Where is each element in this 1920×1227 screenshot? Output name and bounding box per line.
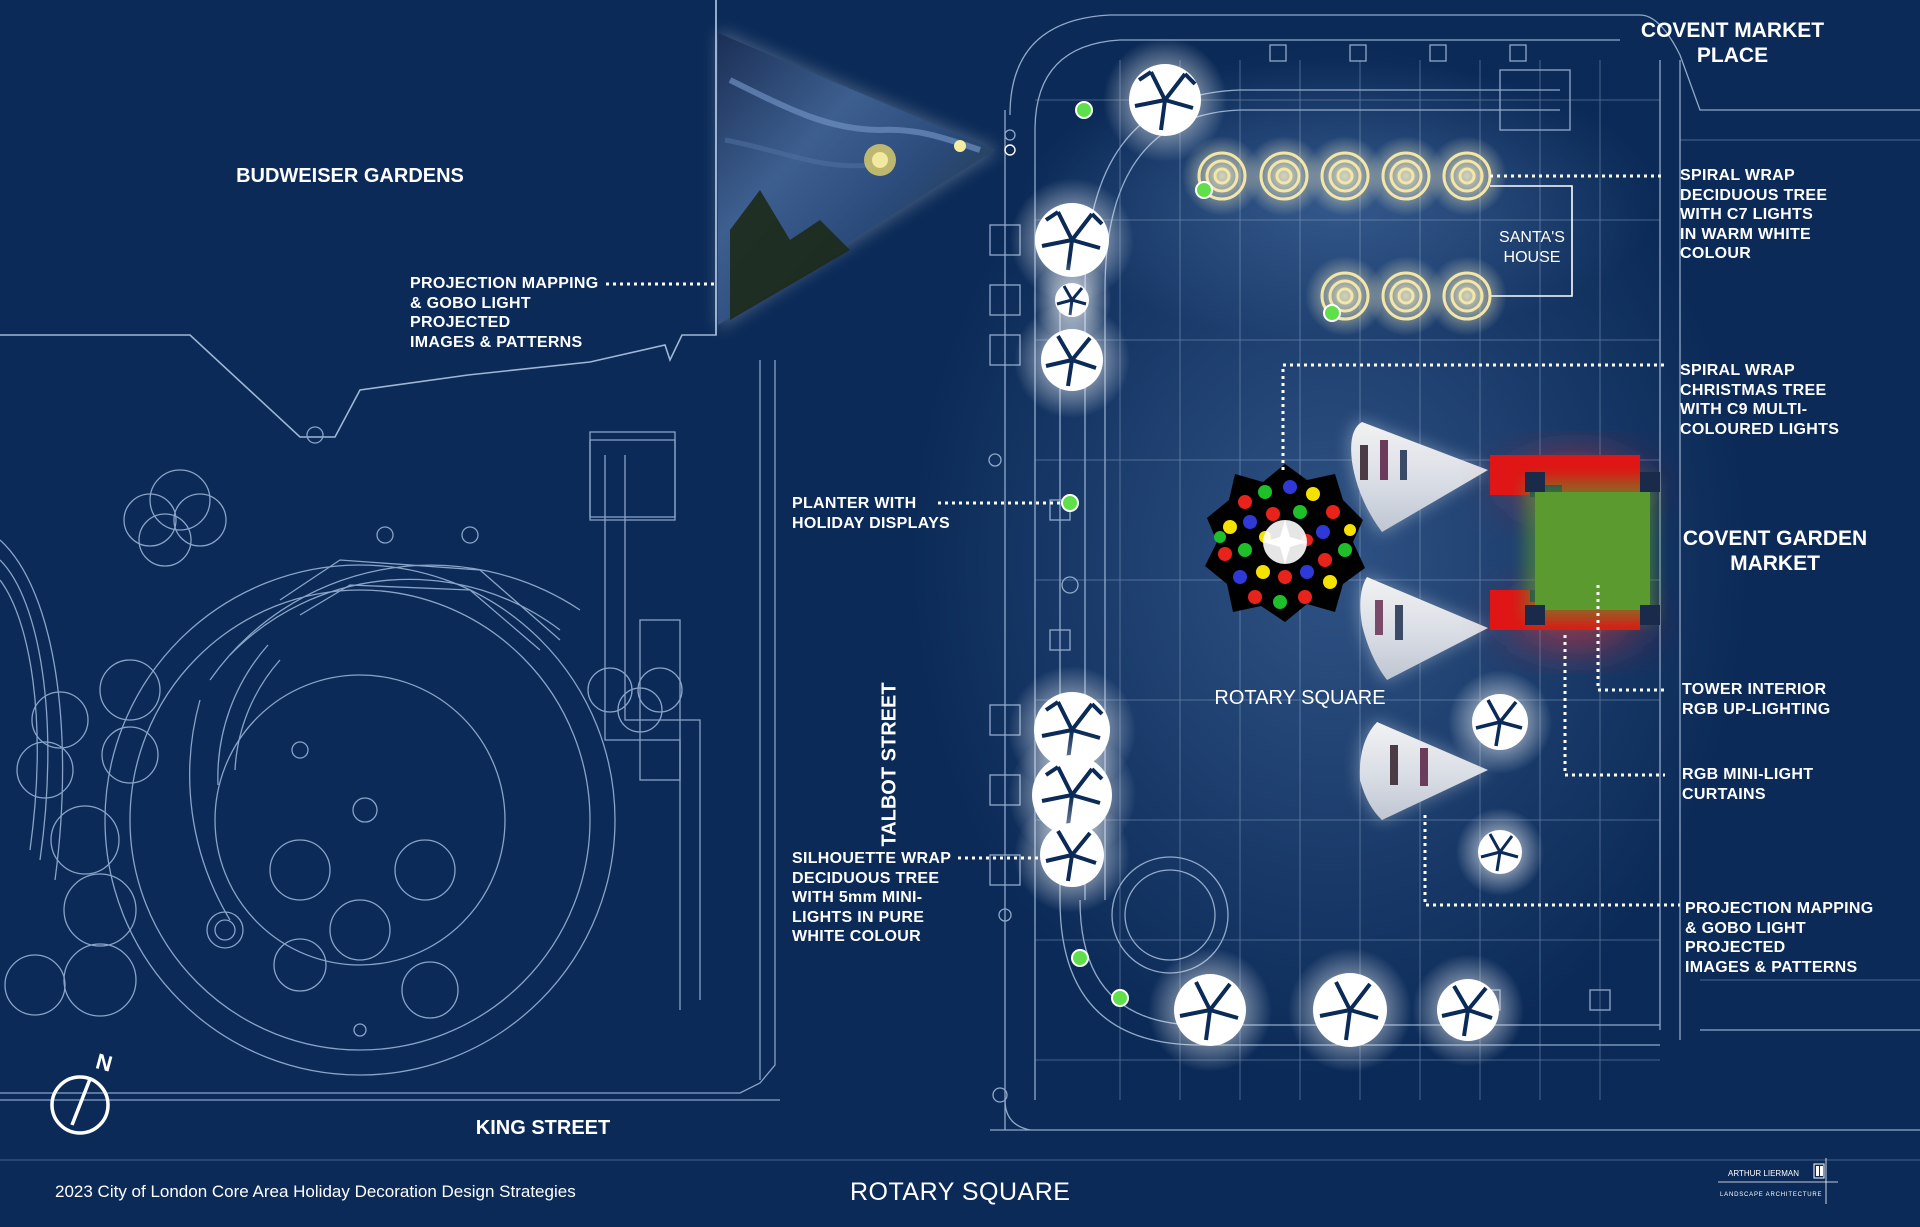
tower-interior-lighting — [1525, 472, 1660, 625]
label-covent-market-place: COVENT MARKET PLACE — [1640, 19, 1825, 67]
note-spiral-christmas: SPIRAL WRAP CHRISTMAS TREE WITH C9 MULTI… — [1680, 362, 1840, 438]
projection-cones — [1348, 420, 1490, 822]
projection-top-image — [718, 30, 1016, 330]
silhouette-tree — [1456, 808, 1544, 896]
planters — [1061, 101, 1341, 1007]
note-planter: PLANTER WITH HOLIDAY DISPLAYS — [792, 495, 951, 532]
note-silhouette-wrap: SILHOUETTE WRAP DECIDUOUS TREE WITH 5mm … — [792, 850, 952, 945]
leader-lines — [606, 174, 1680, 907]
silhouette-tree — [1448, 670, 1552, 774]
label-rotary-square: ROTARY SQUARE — [1214, 687, 1386, 709]
label-covent-garden-market: COVENT GARDEN MARKET — [1682, 527, 1868, 575]
label-king-street: KING STREET — [475, 1117, 611, 1139]
christmas-tree — [1205, 464, 1365, 622]
label-santas-house: SANTA'S HOUSE — [1499, 229, 1565, 266]
north-arrow-icon — [50, 1075, 110, 1135]
santas-house-outline — [1490, 185, 1573, 297]
note-curtains: RGB MINI-LIGHT CURTAINS — [1682, 766, 1814, 803]
silhouette-tree — [1014, 302, 1130, 418]
note-tower-interior: TOWER INTERIOR RGB UP-LIGHTING — [1682, 681, 1831, 718]
spiral-tree — [1427, 256, 1507, 336]
label-budweiser-gardens: BUDWEISER GARDENS — [236, 165, 464, 187]
spiral-tree — [1427, 136, 1507, 216]
projection-cone-1 — [1348, 420, 1490, 535]
firm-discipline: LANDSCAPE ARCHITECTURE — [1720, 1192, 1822, 1198]
projection-cone-2 — [1358, 575, 1490, 682]
footer-title: ROTARY SQUARE — [850, 1178, 1071, 1206]
silhouette-tree — [1014, 797, 1130, 913]
budweiser-gardens-block — [0, 0, 717, 438]
note-spiral-deciduous: SPIRAL WRAP DECIDUOUS TREE WITH C7 LIGHT… — [1680, 167, 1828, 262]
footer-caption: 2023 City of London Core Area Holiday De… — [55, 1182, 576, 1201]
projection-cone-3 — [1357, 720, 1490, 822]
silhouette-trees — [1008, 38, 1552, 1072]
note-projection-bottom: PROJECTION MAPPING & GOBO LIGHT PROJECTE… — [1685, 900, 1874, 976]
note-projection-top: PROJECTION MAPPING & GOBO LIGHT PROJECTE… — [410, 275, 599, 351]
silhouette-tree — [1148, 948, 1272, 1072]
silhouette-tree — [1010, 178, 1134, 302]
spiral-trees — [1182, 136, 1507, 336]
silhouette-tree — [1103, 38, 1227, 162]
label-talbot-street: TALBOT STREET — [878, 682, 901, 847]
silhouette-tree — [1288, 948, 1412, 1072]
silhouette-tree — [1412, 954, 1524, 1066]
west-park-block — [0, 360, 780, 1101]
firm-name: ARTHUR LIERMAN — [1728, 1169, 1799, 1178]
firm-logo: ARTHUR LIERMAN LANDSCAPE ARCHITECTURE — [1718, 1158, 1838, 1204]
